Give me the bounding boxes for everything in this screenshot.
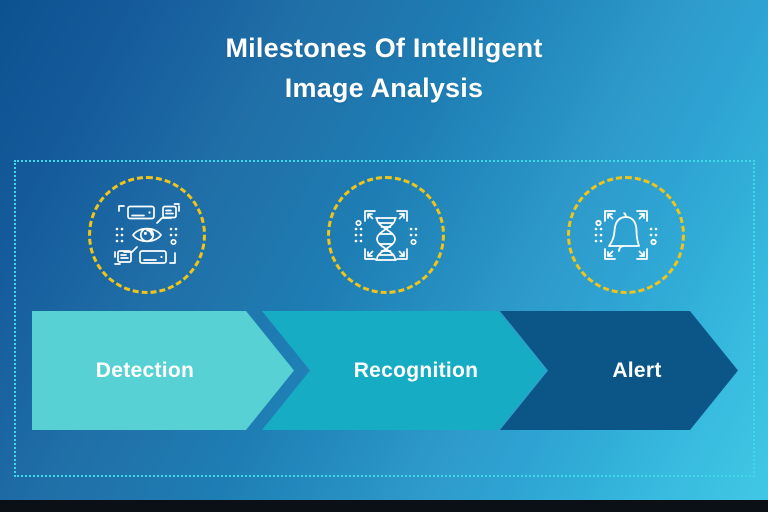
icon-badge-alert (567, 176, 685, 294)
dna-recognition-icon (351, 201, 421, 269)
icon-badge-recognition (327, 176, 445, 294)
dotted-frame-border (14, 160, 755, 477)
title-line-2: Image Analysis (284, 73, 484, 103)
process-step-label: Recognition (353, 358, 479, 382)
eye-detection-icon (111, 201, 183, 269)
bell-alert-icon (591, 201, 661, 269)
process-step-label: Detection (95, 358, 195, 382)
icon-badge-detection (88, 176, 206, 294)
process-step-alert[interactable]: Alert (500, 311, 738, 430)
process-step-recognition[interactable]: Recognition (262, 311, 546, 430)
bottom-band (0, 500, 768, 512)
process-chevron-row: Detection Recognition Alert (32, 311, 738, 430)
icon-row (0, 176, 768, 300)
process-step-label: Alert (612, 358, 662, 382)
process-step-detection[interactable]: Detection (32, 311, 294, 430)
title-line-1: Milestones Of Intelligent (225, 33, 543, 63)
page-title: Milestones Of Intelligent Image Analysis (0, 28, 768, 108)
